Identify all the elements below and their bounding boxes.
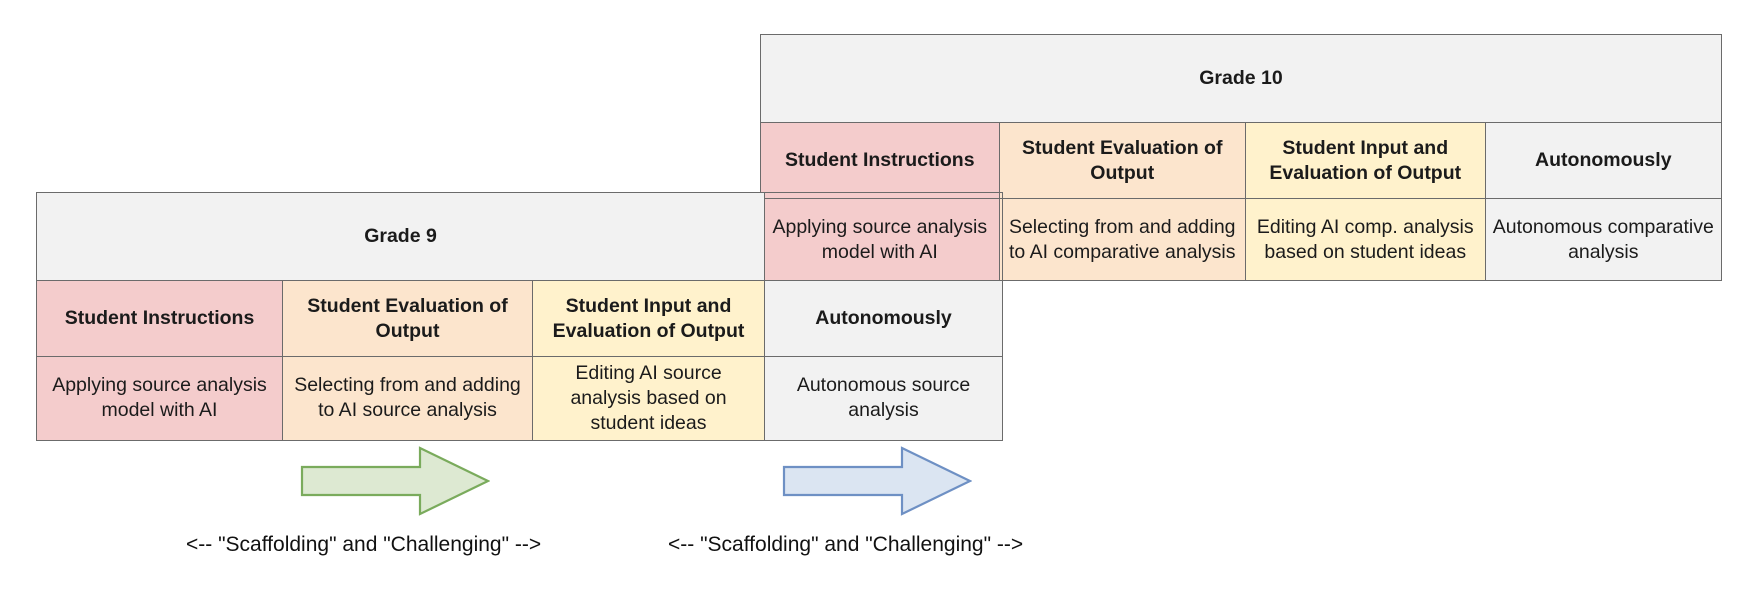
grade-9-table: Grade 9 Student Instructions Student Eva… [35,192,1004,441]
grade-9-title-row: Grade 9 [35,192,1004,281]
grade-10-cell-student-evaluation-of-output: Selecting from and adding to AI comparat… [998,198,1246,281]
grade-10-header-student-evaluation-of-output: Student Evaluation of Output [998,122,1246,199]
grade-10-caption: <-- "Scaffolding" and "Challenging" --> [668,533,1024,556]
grade-9-header-student-input-and-evaluation-of-output: Student Input and Evaluation of Output [531,280,766,357]
grade-9-title: Grade 9 [35,192,766,281]
grade-9-cell-student-instructions: Applying source analysis model with AI [36,356,283,441]
grade-9-body-row: Applying source analysis model with AI S… [36,356,1004,441]
grade-9-title-spacer [764,192,1004,281]
grade-10-header-autonomously: Autonomously [1484,122,1723,199]
grade-9-header-autonomously: Autonomously [764,280,1004,357]
grade-9-cell-student-evaluation-of-output: Selecting from and adding to AI source a… [282,356,533,441]
grade-10-table: Grade 10 Student Instructions Student Ev… [760,34,1723,281]
grade-10-cell-student-input-and-evaluation-of-output: Editing AI comp. analysis based on stude… [1244,198,1486,281]
grade-10-cell-autonomously: Autonomous comparative analysis [1484,198,1723,281]
grade-9-cell-autonomously: Autonomous source analysis [764,356,1004,441]
grade-10-title-row: Grade 10 [760,34,1722,123]
grade-10-header-student-input-and-evaluation-of-output: Student Input and Evaluation of Output [1244,122,1486,199]
grade-9-header-student-evaluation-of-output: Student Evaluation of Output [282,280,533,357]
green-right-arrow-icon [300,445,490,517]
grade-9-header-row: Student Instructions Student Evaluation … [36,280,1004,357]
grade-9-cell-student-input-and-evaluation-of-output: Editing AI source analysis based on stud… [531,356,766,441]
grade-9-caption: <-- "Scaffolding" and "Challenging" --> [186,533,542,556]
grade-10-header-row: Student Instructions Student Evaluation … [760,122,1723,199]
blue-right-arrow-icon [782,445,972,517]
grade-9-header-student-instructions: Student Instructions [36,280,283,357]
grade-10-header-student-instructions: Student Instructions [760,122,1000,199]
grade-10-title: Grade 10 [760,34,1722,123]
